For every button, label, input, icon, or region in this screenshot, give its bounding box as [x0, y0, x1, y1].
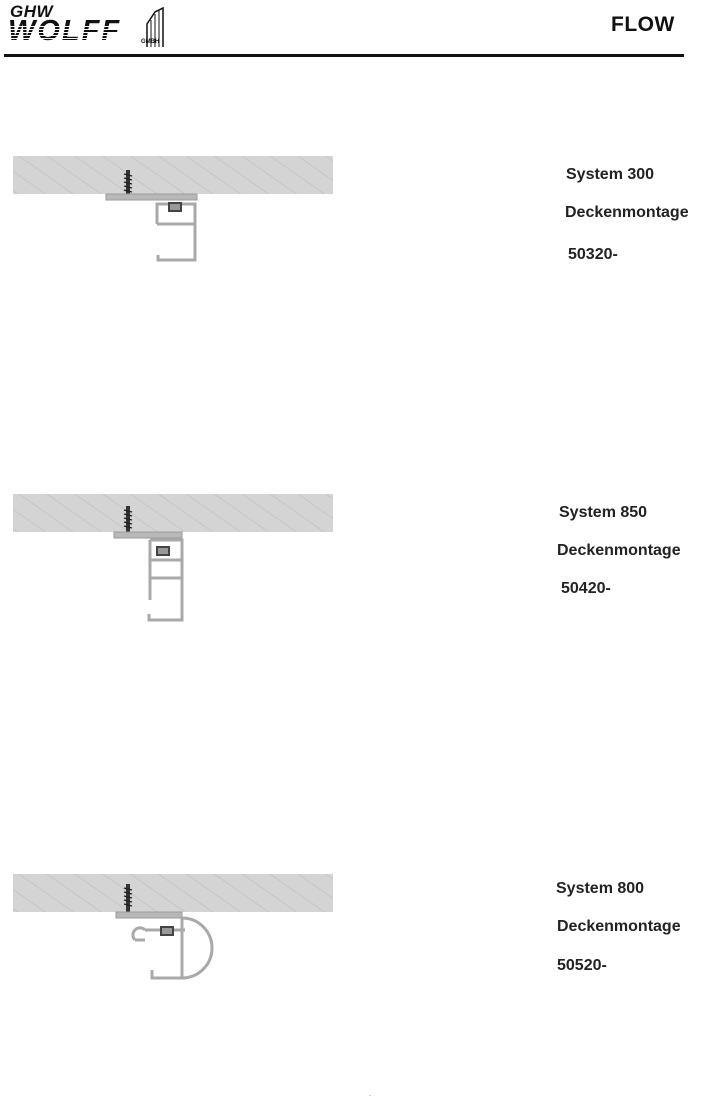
- system-name: System 300: [566, 166, 655, 183]
- ceiling-hatch: [13, 494, 333, 532]
- mount-type: Deckenmontage: [565, 204, 689, 221]
- system-name: System 850: [559, 504, 648, 521]
- rail-profile: [147, 538, 184, 622]
- logo-text-main: WOLFF: [8, 15, 122, 47]
- system-300-diagram: [13, 156, 333, 262]
- page-header: GHW WOLFF GMBH FLOW: [0, 0, 722, 60]
- article-code: 50320-: [568, 246, 618, 263]
- company-logo: GHW WOLFF GMBH: [4, 2, 166, 48]
- header-divider: [4, 54, 684, 57]
- mount-type: Deckenmontage: [557, 918, 681, 935]
- logo-text-top: GHW: [10, 2, 54, 21]
- article-code: 50520-: [557, 957, 607, 974]
- screw-icon: [123, 884, 133, 914]
- rail-profile: [155, 202, 197, 262]
- mount-type: Deckenmontage: [557, 542, 681, 559]
- screw-icon: [123, 506, 133, 534]
- system-850-diagram: [13, 494, 333, 622]
- brand-title: FLOW: [611, 13, 675, 36]
- logo-building-icon: [146, 6, 164, 47]
- logo-text-gmbh: GMBH: [141, 39, 160, 45]
- screw-icon: [123, 170, 133, 196]
- ceiling-hatch: [13, 874, 333, 912]
- system-name: System 800: [556, 880, 645, 897]
- system-850-section: System 850 Deckenmontage 50420-: [0, 488, 722, 633]
- system-300-section: System 300 Deckenmontage 50320-: [0, 150, 722, 290]
- system-800-section: System 800 Deckenmontage 50520-: [0, 868, 722, 998]
- article-code: 50420-: [561, 580, 611, 597]
- system-800-diagram: [13, 874, 333, 980]
- footer-mark: .: [369, 1089, 372, 1098]
- rail-profile: [131, 916, 214, 980]
- ceiling-hatch: [13, 156, 333, 194]
